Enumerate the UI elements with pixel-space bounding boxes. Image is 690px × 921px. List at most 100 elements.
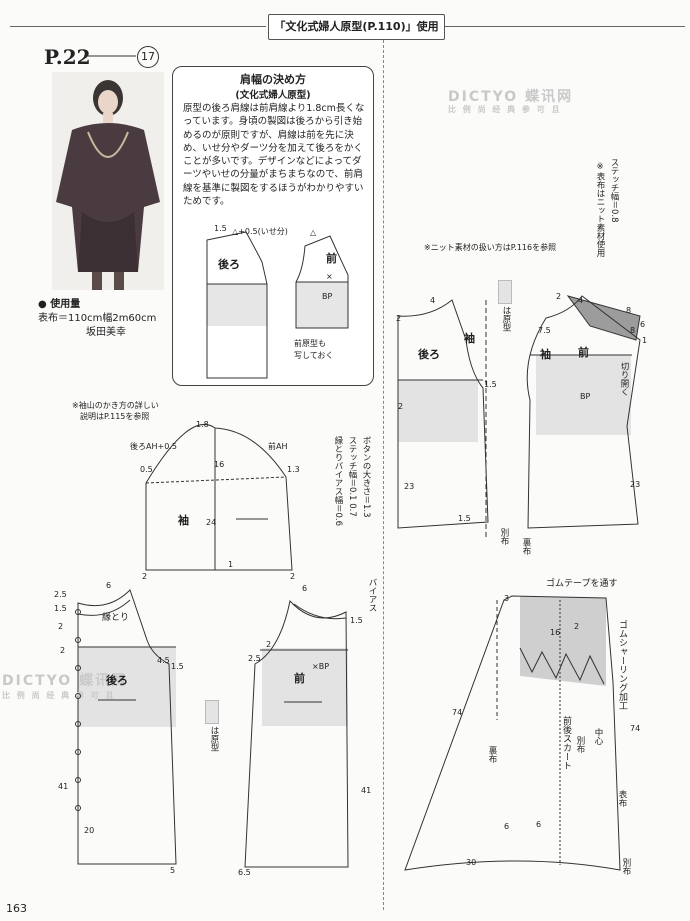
sleeve-note-1: ※袖山のかき方の詳しい xyxy=(72,401,159,410)
knit-label-sleeve: 袖 xyxy=(464,332,475,345)
front-bodice-draft xyxy=(244,599,349,868)
spec-bias: 縁とりバイアス幅＝0.6 xyxy=(333,436,343,527)
front-label-41: 41 xyxy=(361,786,372,795)
model-photo xyxy=(52,72,164,290)
knit-front-draft xyxy=(526,295,641,529)
knit-label-4b: 4 xyxy=(578,296,584,305)
sleeve-label-0-5: 0.5 xyxy=(140,465,153,474)
page-number-label: P.22 xyxy=(44,45,91,69)
skirt-elastic: ゴムテープを通す xyxy=(546,579,618,589)
materials-fabric: 表布＝110cm幅2m60cm xyxy=(38,313,157,324)
sleeve-label-16: 16 xyxy=(214,460,225,469)
front-label-front: 前 xyxy=(294,672,305,685)
skirt-label-6a: 6 xyxy=(504,822,510,831)
back-label-2b: 2 xyxy=(60,646,66,655)
front-label-1-5: 1.5 xyxy=(350,616,363,625)
materials-info: ● 使用量 表布＝110cm幅2m60cm 坂田美幸 xyxy=(38,298,156,340)
skirt-label-74a: 74 xyxy=(452,708,463,717)
skirt-shirring: ゴムシャーリング加工 xyxy=(617,620,627,710)
box-label-triangle: △ xyxy=(310,228,317,237)
back-label-1-5b: 1.5 xyxy=(171,662,184,671)
knit-legend-swatch xyxy=(498,280,512,304)
box-label-back: 後ろ xyxy=(218,258,240,271)
skirt-betsununo2: 別布 xyxy=(621,858,631,875)
knit-stitch: ステッチ幅＝0.8 xyxy=(609,158,619,223)
skirt-omote: 表布 xyxy=(617,790,627,807)
knit-label-8a: 8 xyxy=(626,306,632,315)
knit-label-cut: 切り開く xyxy=(619,362,629,396)
skirt-uranuno: 裏布 xyxy=(487,746,497,763)
box-label-copy: 前原型も xyxy=(294,339,326,348)
knit-label-8b: 8 xyxy=(630,326,636,335)
box-label-ise: △+0.5(いせ分) xyxy=(232,227,288,236)
box-label-1-5: 1.5 xyxy=(214,224,227,233)
watermark-2: DICTYO 蝶讯网 xyxy=(2,673,128,689)
sleeve-label-2a: 2 xyxy=(142,572,148,581)
watermark-1b: 比 例 尚 经 典 参 可 且 xyxy=(448,105,562,114)
skirt-label-16: 16 xyxy=(550,628,561,637)
box-label-copy2: 写しておく xyxy=(294,351,334,360)
shoulder-width-box: 肩幅の決め方 (文化式婦人原型) 原型の後ろ肩線は前肩線より1.8cm長くなって… xyxy=(172,66,374,386)
skirt-betsununo: 別布 xyxy=(575,736,585,753)
footer-page-number: 163 xyxy=(6,902,27,915)
knit-legend-label: は原型 xyxy=(501,306,511,332)
back-label-2-5: 2.5 xyxy=(54,590,67,599)
sleeve-label-2b: 2 xyxy=(290,572,296,581)
knit-label-1-5a: 1.5 xyxy=(484,380,497,389)
sleeve-label-back-ah: 後ろAH+0.5 xyxy=(130,442,177,451)
back-label-5: 5 xyxy=(170,866,176,875)
header-rule-right xyxy=(445,26,685,27)
front-legend-swatch xyxy=(205,700,219,724)
knit-label-1-5b: 1.5 xyxy=(458,514,471,523)
box-label-front: 前 xyxy=(326,252,337,265)
knit-label-2b: 2 xyxy=(398,402,404,411)
sleeve-note-2: 説明はP.115を参照 xyxy=(80,412,150,421)
knit-label-6: 6 xyxy=(640,320,646,329)
knit-label-1: 1 xyxy=(642,336,648,345)
knit-label-7-5: 7.5 xyxy=(538,326,551,335)
back-label-41: 41 xyxy=(58,782,69,791)
materials-model: 坂田美幸 xyxy=(86,327,126,338)
knit-betsununo: 別布 xyxy=(499,528,509,545)
knit-label-front: 前 xyxy=(578,346,589,359)
box-label-cross: × xyxy=(326,272,333,281)
front-label-6: 6 xyxy=(302,584,308,593)
shoulder-box-title: 肩幅の決め方 xyxy=(240,73,306,86)
skirt-label-6b: 6 xyxy=(536,820,542,829)
header-rule-left xyxy=(10,26,266,27)
back-label-20: 20 xyxy=(84,826,95,835)
sleeve-label-1-8: 1.8 xyxy=(196,420,209,429)
spec-button: ボタンの大きさ＝1.3 xyxy=(361,436,371,518)
back-label-6: 6 xyxy=(106,581,112,590)
sleeve-label-1-3: 1.3 xyxy=(287,465,300,474)
box-front-draft xyxy=(295,235,349,329)
materials-heading: ● 使用量 xyxy=(38,299,81,310)
knit-label-4: 4 xyxy=(430,296,436,305)
knit-label-sleeve2: 袖 xyxy=(540,348,551,361)
watermark-1: DICTYO 蝶讯网 xyxy=(448,89,574,105)
back-label-edge: 縁とり xyxy=(102,613,130,623)
sleeve-label-front-ah: 前AH xyxy=(268,442,288,451)
sleeve-label: 袖 xyxy=(178,514,189,527)
front-label-bp: ×BP xyxy=(312,662,330,671)
column-separator xyxy=(383,40,384,910)
front-label-2-5: 2.5 xyxy=(248,654,261,663)
front-label-bias: バイアス xyxy=(367,578,377,612)
knit-note: ※ニット素材の扱い方はP.116を参照 xyxy=(424,243,557,252)
skirt-center: 中心 xyxy=(593,728,603,745)
design-number-circle: 17 xyxy=(137,46,159,68)
box-back-draft xyxy=(206,231,268,379)
front-label-6-5: 6.5 xyxy=(238,868,251,877)
sleeve-draft xyxy=(145,423,293,571)
knit-label-23a: 23 xyxy=(404,482,415,491)
model-silhouette xyxy=(56,80,160,290)
knit-label-2c: 2 xyxy=(556,292,562,301)
skirt-label: 前後スカート xyxy=(561,716,571,770)
page-header-title: 「文化式婦人原型(P.110)」使用 xyxy=(268,14,445,40)
back-bodice-draft xyxy=(77,589,177,865)
knit-back-draft xyxy=(397,299,489,540)
skirt-label-2: 2 xyxy=(574,622,580,631)
skirt-draft xyxy=(404,595,621,871)
